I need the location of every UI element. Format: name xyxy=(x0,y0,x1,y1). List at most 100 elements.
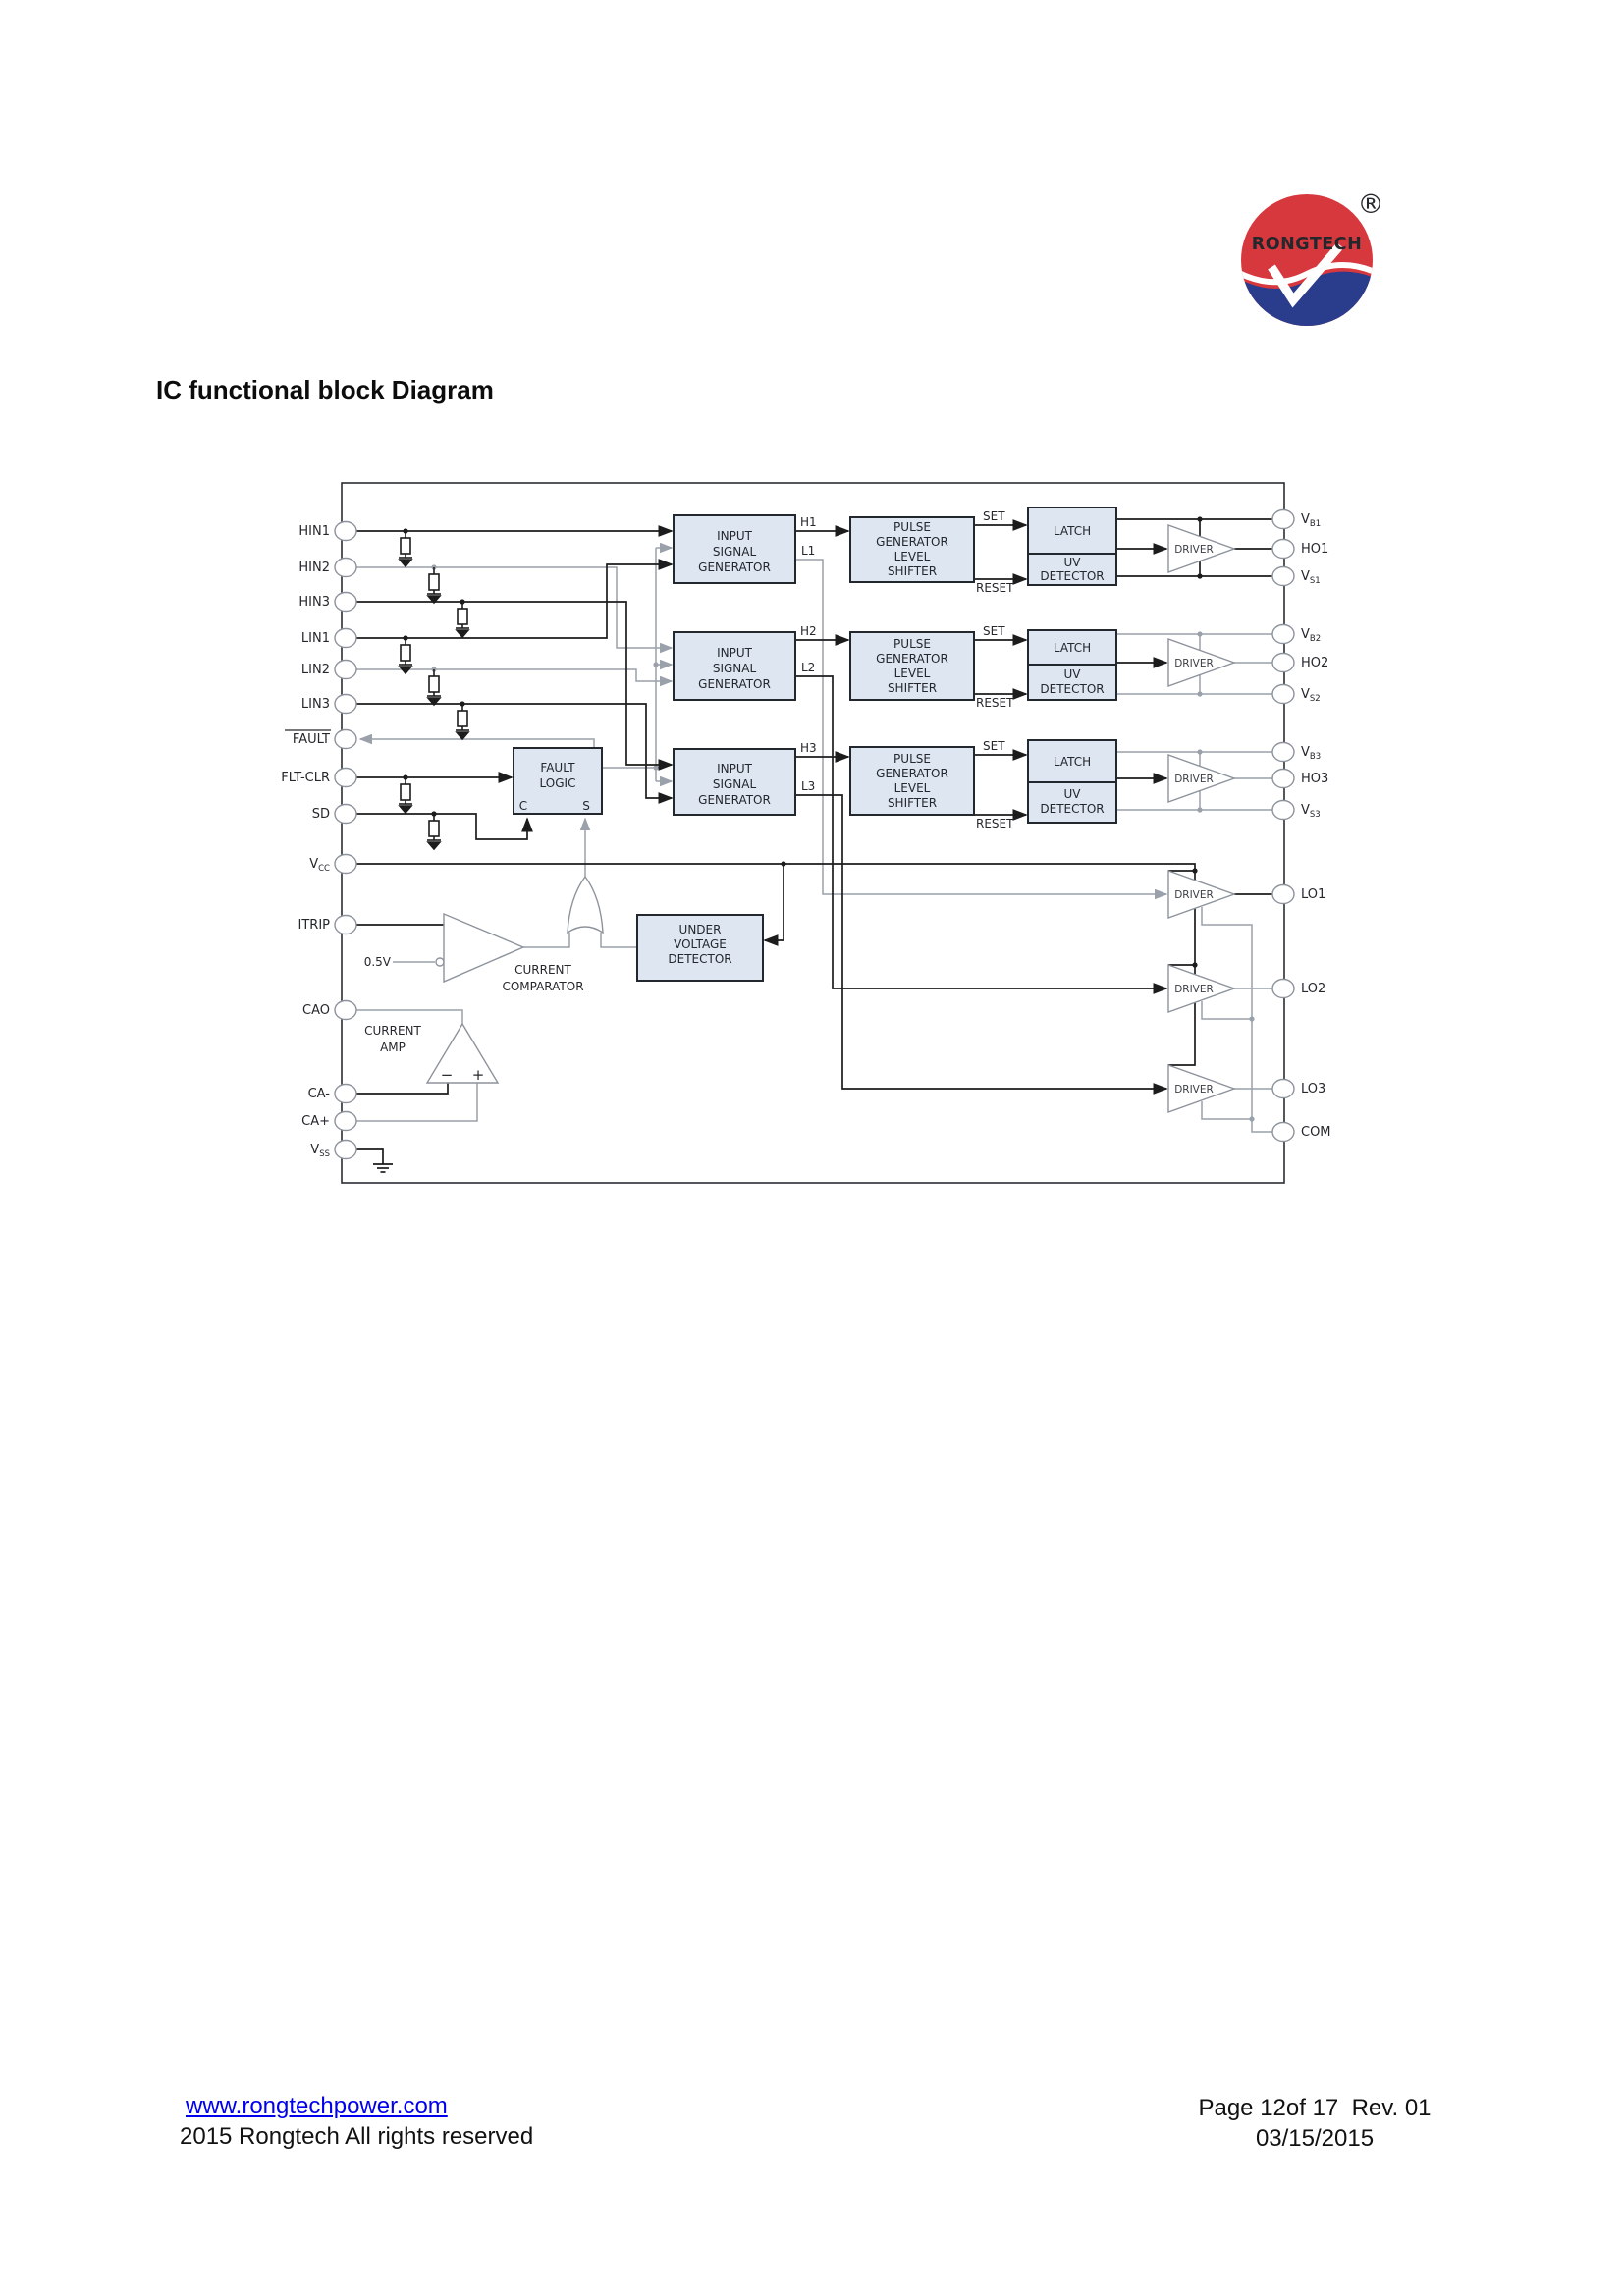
svg-text:GENERATOR: GENERATOR xyxy=(876,767,948,780)
block-input-signal-generator-2: INPUT SIGNAL GENERATOR xyxy=(673,631,796,701)
svg-text:SET: SET xyxy=(983,739,1005,753)
svg-text:SIGNAL: SIGNAL xyxy=(713,545,757,559)
pin-lo2: LO2 xyxy=(1301,982,1325,996)
svg-text:DRIVER: DRIVER xyxy=(1174,1084,1214,1095)
svg-text:DRIVER: DRIVER xyxy=(1174,889,1214,901)
svg-text:DETECTOR: DETECTOR xyxy=(668,952,731,966)
svg-text:UV: UV xyxy=(1064,556,1082,569)
pin-flt-clr: FLT-CLR xyxy=(281,771,330,785)
svg-text:LEVEL: LEVEL xyxy=(894,550,931,563)
or-gate-icon xyxy=(567,875,604,934)
pin-ho1: HO1 xyxy=(1301,542,1328,557)
signal-labels: H1 L1 H2 L2 H3 L3 SET RESET SET RESET SE… xyxy=(800,509,1014,830)
svg-text:DETECTOR: DETECTOR xyxy=(1040,802,1104,816)
svg-text:DRIVER: DRIVER xyxy=(1174,544,1214,556)
svg-text:GENERATOR: GENERATOR xyxy=(698,793,771,807)
ref-voltage-label: 0.5V xyxy=(364,955,392,969)
pin-vss: VSS xyxy=(310,1143,330,1159)
revision-date: 03/15/2015 xyxy=(1255,2125,1375,2152)
svg-text:INPUT: INPUT xyxy=(717,646,753,660)
block-pulse-generator-level-shifter-3: PULSE GENERATOR LEVEL SHIFTER xyxy=(849,746,975,816)
block-latch-uv-detector-3: LATCH UV DETECTOR xyxy=(1027,739,1117,824)
svg-text:UV: UV xyxy=(1064,667,1082,681)
svg-text:H2: H2 xyxy=(800,624,817,638)
block-pulse-generator-level-shifter-2: PULSE GENERATOR LEVEL SHIFTER xyxy=(849,631,975,701)
pin-lin1: LIN1 xyxy=(301,631,330,646)
svg-text:INPUT: INPUT xyxy=(717,762,753,775)
driver-ho1: DRIVER xyxy=(1167,524,1237,573)
svg-text:GENERATOR: GENERATOR xyxy=(698,561,771,574)
svg-text:LATCH: LATCH xyxy=(1054,524,1091,538)
svg-text:L1: L1 xyxy=(801,544,815,558)
pin-fault: FAULT xyxy=(293,732,330,747)
svg-text:LATCH: LATCH xyxy=(1054,641,1091,655)
pin-vb3: VB3 xyxy=(1301,745,1321,762)
svg-text:INPUT: INPUT xyxy=(717,529,753,543)
ic-block-diagram: INPUT SIGNAL GENERATOR INPUT SIGNAL GENE… xyxy=(191,471,1380,1217)
pin-ca-plus: CA+ xyxy=(301,1114,330,1129)
block-under-voltage-detector: UNDER VOLTAGE DETECTOR xyxy=(636,914,764,982)
pin-ca-minus: CA- xyxy=(308,1087,331,1101)
svg-text:H1: H1 xyxy=(800,515,817,529)
driver-ho2: DRIVER xyxy=(1167,638,1237,687)
svg-text:GENERATOR: GENERATOR xyxy=(876,652,948,666)
driver-ho3: DRIVER xyxy=(1167,754,1237,803)
pin-hin1: HIN1 xyxy=(298,524,330,539)
footer-right: Page 12of 17 Rev. 01 03/15/2015 xyxy=(1174,2093,1455,2154)
pin-vcc: VCC xyxy=(309,857,330,874)
svg-text:LATCH: LATCH xyxy=(1054,755,1091,769)
svg-text:SIGNAL: SIGNAL xyxy=(713,777,757,791)
diagram-wires-dark xyxy=(356,516,1272,1164)
block-fault-logic: FAULT LOGIC C S xyxy=(513,747,603,815)
block-input-signal-generator-3: INPUT SIGNAL GENERATOR xyxy=(673,748,796,816)
svg-text:RESET: RESET xyxy=(976,696,1014,710)
svg-text:GENERATOR: GENERATOR xyxy=(698,677,771,691)
pin-vb1: VB1 xyxy=(1301,512,1321,529)
amp-minus-input: − xyxy=(441,1066,454,1084)
page-number: Page 12of 17 Rev. 01 xyxy=(1198,2095,1432,2121)
svg-text:S: S xyxy=(582,799,590,813)
svg-text:SET: SET xyxy=(983,624,1005,638)
svg-text:LOGIC: LOGIC xyxy=(540,776,576,790)
driver-lo2: DRIVER xyxy=(1167,964,1237,1013)
logo-brand-text: RONGTECH xyxy=(1252,235,1362,254)
svg-text:PULSE: PULSE xyxy=(893,637,931,651)
block-latch-uv-detector-1: LATCH UV DETECTOR xyxy=(1027,507,1117,586)
svg-text:FAULT: FAULT xyxy=(540,761,575,774)
svg-text:SHIFTER: SHIFTER xyxy=(888,796,937,810)
pin-vs2: VS2 xyxy=(1301,687,1321,704)
pin-hin2: HIN2 xyxy=(298,561,330,575)
logo-rongtech: RONGTECH ® xyxy=(1227,180,1414,342)
pin-lo1: LO1 xyxy=(1301,887,1325,902)
svg-text:DRIVER: DRIVER xyxy=(1174,658,1214,669)
svg-text:LEVEL: LEVEL xyxy=(894,667,931,680)
block-input-signal-generator-1: INPUT SIGNAL GENERATOR xyxy=(673,514,796,584)
svg-text:DETECTOR: DETECTOR xyxy=(1040,682,1104,696)
pin-vs3: VS3 xyxy=(1301,803,1321,820)
amp-plus-input: + xyxy=(472,1066,485,1084)
driver-lo1: DRIVER xyxy=(1167,870,1237,919)
svg-text:L3: L3 xyxy=(801,779,815,793)
current-amp: CURRENT AMP − + xyxy=(364,1022,500,1084)
right-pins: VB1 HO1 VS1 VB2 HO2 VS2 VB3 HO3 VS3 LO1 … xyxy=(1271,508,1331,1143)
current-comparator: CURRENT COMPARATOR 0.5V xyxy=(364,912,584,993)
website-link[interactable]: www.rongtechpower.com xyxy=(186,2093,448,2119)
pin-itrip: ITRIP xyxy=(298,918,331,933)
pin-lo3: LO3 xyxy=(1301,1082,1325,1096)
svg-text:SET: SET xyxy=(983,509,1005,523)
pin-ho2: HO2 xyxy=(1301,656,1328,670)
pin-lin3: LIN3 xyxy=(301,697,330,712)
pin-hin3: HIN3 xyxy=(298,595,330,610)
svg-text:CURRENT: CURRENT xyxy=(364,1024,421,1038)
svg-text:DRIVER: DRIVER xyxy=(1174,984,1214,995)
rongtech-logo-icon: RONGTECH ® xyxy=(1241,189,1384,326)
svg-text:CURRENT: CURRENT xyxy=(514,963,571,977)
driver-lo3: DRIVER xyxy=(1167,1064,1237,1113)
ground-icon xyxy=(372,1163,394,1173)
pin-lin2: LIN2 xyxy=(301,663,330,677)
svg-text:DETECTOR: DETECTOR xyxy=(1040,569,1104,583)
block-latch-uv-detector-2: LATCH UV DETECTOR xyxy=(1027,629,1117,701)
left-pins: HIN1 HIN2 HIN3 LIN1 LIN2 LIN3 FAULT FLT-… xyxy=(281,520,357,1160)
svg-text:DRIVER: DRIVER xyxy=(1174,774,1214,785)
